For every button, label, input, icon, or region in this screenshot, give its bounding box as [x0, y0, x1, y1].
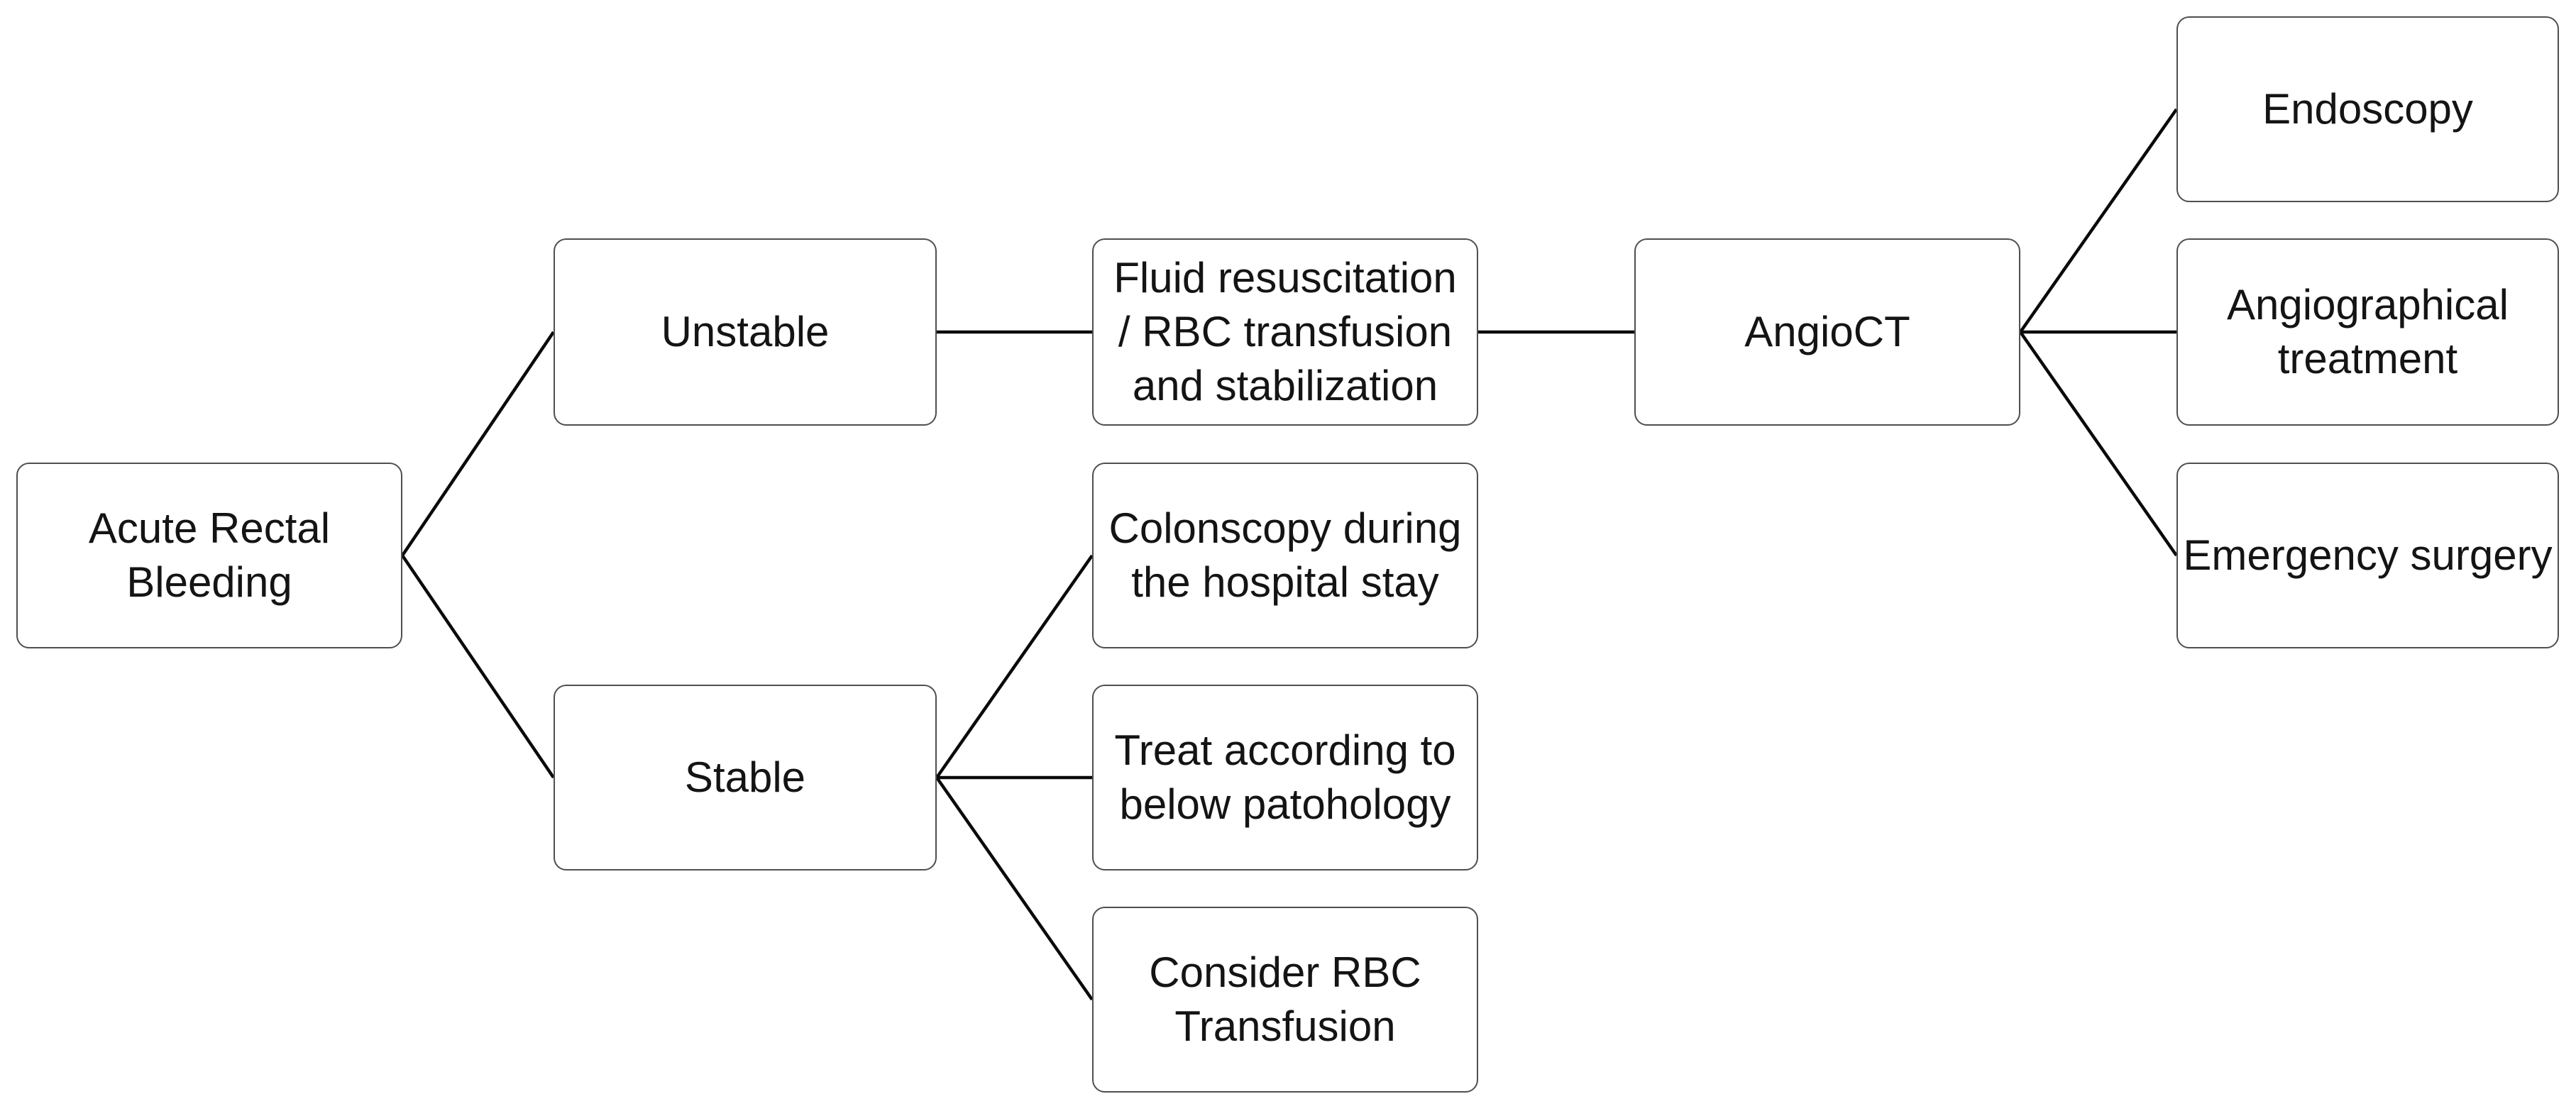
node-label: Fluid resuscitation / RBC transfusion an… [1113, 253, 1457, 410]
node-treat: Treat according to below patohology [1092, 685, 1478, 870]
node-label: Unstable [661, 307, 830, 355]
edge-stable-consider [935, 776, 1094, 1001]
node-label: AngioCT [1744, 307, 1910, 355]
node-consider: Consider RBC Transfusion [1092, 907, 1478, 1093]
node-label: Angiographical treatment [2227, 280, 2509, 382]
node-label: Acute Rectal Bleeding [88, 504, 331, 606]
node-label: Consider RBC Transfusion [1149, 948, 1421, 1050]
edge-stable-colonscopy [935, 554, 1094, 779]
edge-acute-unstable [401, 331, 555, 557]
node-colonscopy: Colonscopy during the hospital stay [1092, 463, 1478, 648]
node-label: Colonscopy during the hospital stay [1108, 504, 1462, 606]
edge-angioct-emergency [2019, 331, 2178, 557]
node-fluid: Fluid resuscitation / RBC transfusion an… [1092, 238, 1478, 426]
node-emergency: Emergency surgery [2176, 463, 2559, 648]
node-unstable: Unstable [554, 238, 937, 426]
node-label: Endoscopy [2262, 84, 2473, 133]
node-label: Treat according to below patohology [1114, 726, 1456, 828]
edge-angioct-endoscopy [2019, 108, 2178, 333]
node-acute: Acute Rectal Bleeding [16, 463, 402, 648]
node-angioct: AngioCT [1634, 238, 2020, 426]
node-endoscopy: Endoscopy [2176, 16, 2559, 202]
node-angiographical: Angiographical treatment [2176, 238, 2559, 426]
node-label: Emergency surgery [2183, 531, 2553, 579]
node-stable: Stable [554, 685, 937, 870]
edge-acute-stable [401, 554, 555, 779]
node-label: Stable [684, 753, 806, 801]
